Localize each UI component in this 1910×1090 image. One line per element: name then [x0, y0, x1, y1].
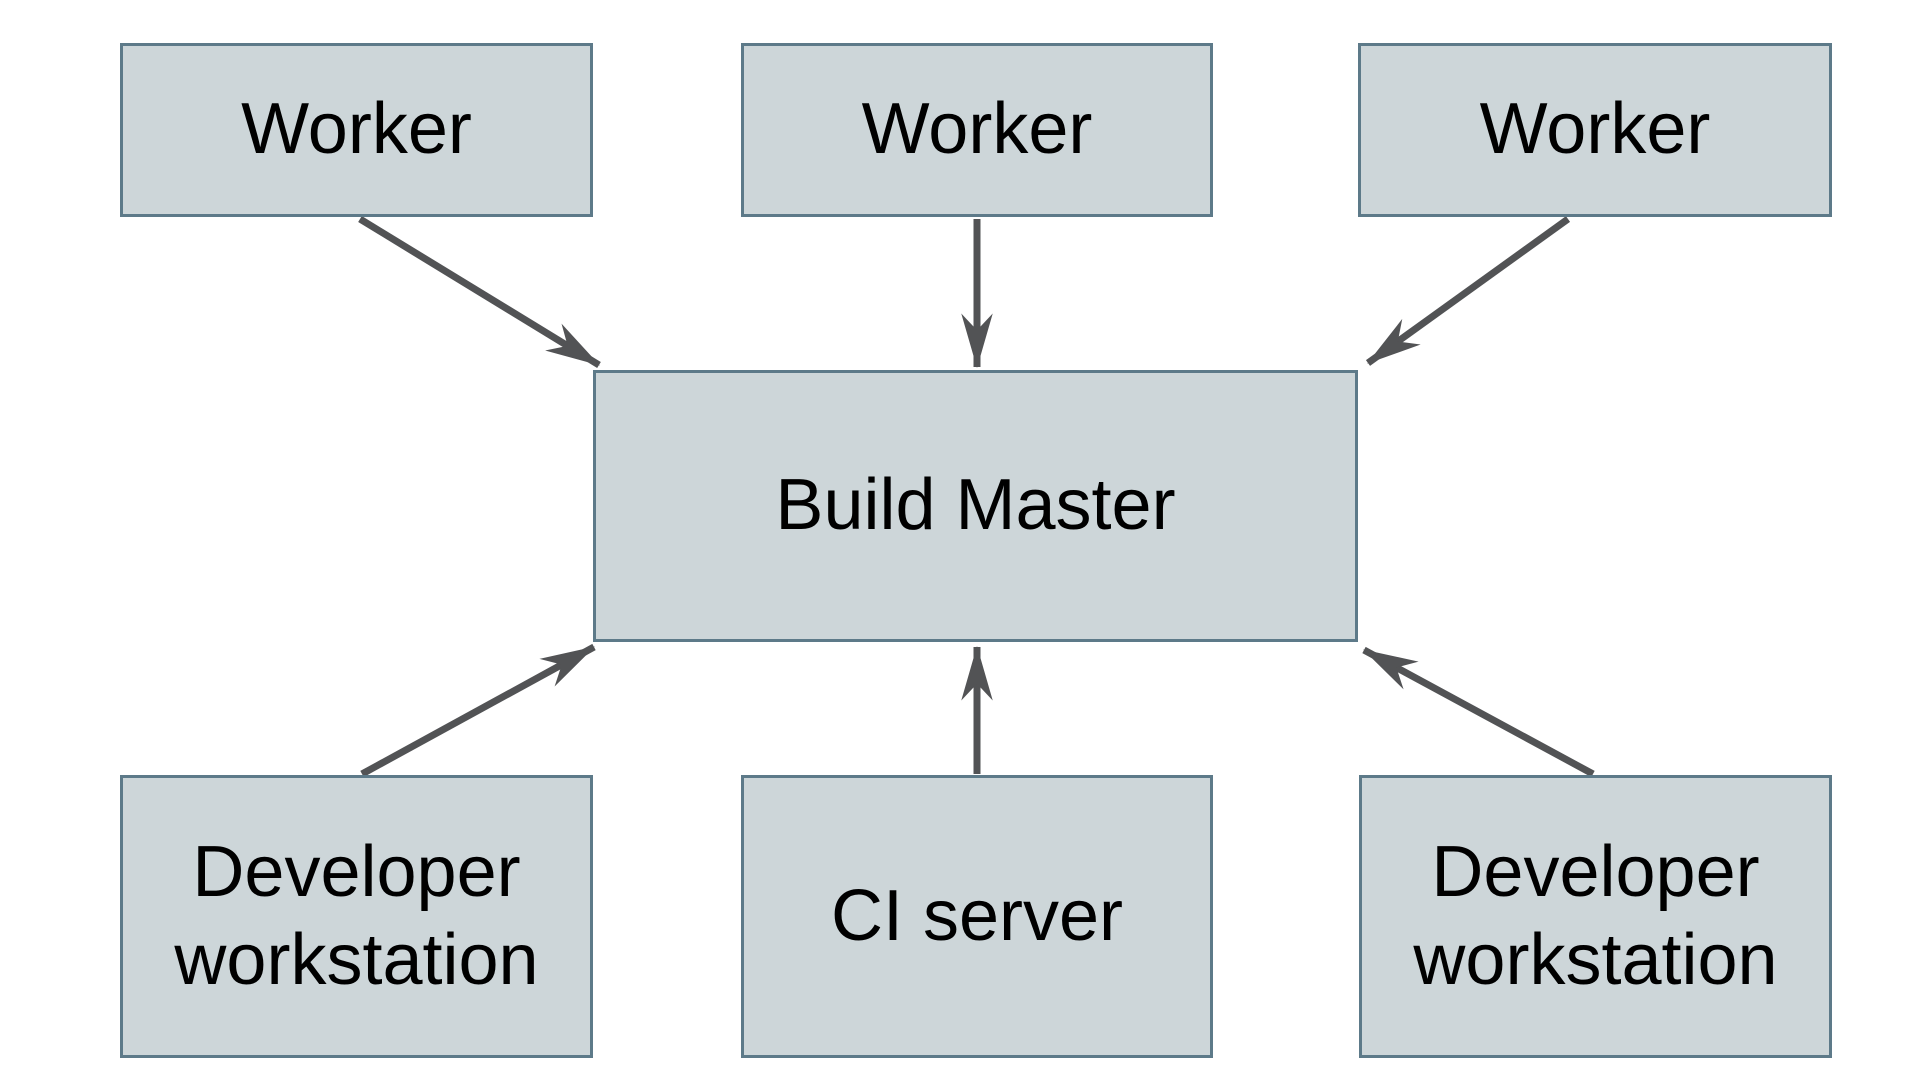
node-label: Build Master [775, 465, 1176, 546]
node-label: Worker [241, 89, 472, 170]
node-developer-workstation-left: Developer workstation [120, 775, 593, 1058]
node-label: Developer workstation [174, 831, 539, 1000]
arrow-developer-workstation-left-to-build-master [360, 643, 596, 778]
node-ci-server: CI server [741, 775, 1213, 1058]
arrow-developer-workstation-right-to-build-master [1362, 646, 1595, 778]
node-worker-top-left: Worker [120, 43, 593, 217]
node-worker-top-right: Worker [1358, 43, 1832, 217]
node-worker-top-middle: Worker [741, 43, 1213, 217]
node-developer-workstation-right: Developer workstation [1359, 775, 1832, 1058]
node-label: Worker [861, 89, 1093, 170]
arrow-worker-top-right-to-build-master [1365, 216, 1571, 366]
node-label: CI server [830, 875, 1124, 956]
node-build-master: Build Master [593, 370, 1358, 642]
arrow-worker-top-left-to-build-master [358, 216, 601, 368]
node-label: Developer workstation [1413, 831, 1778, 1000]
node-label: Worker [1479, 89, 1711, 170]
